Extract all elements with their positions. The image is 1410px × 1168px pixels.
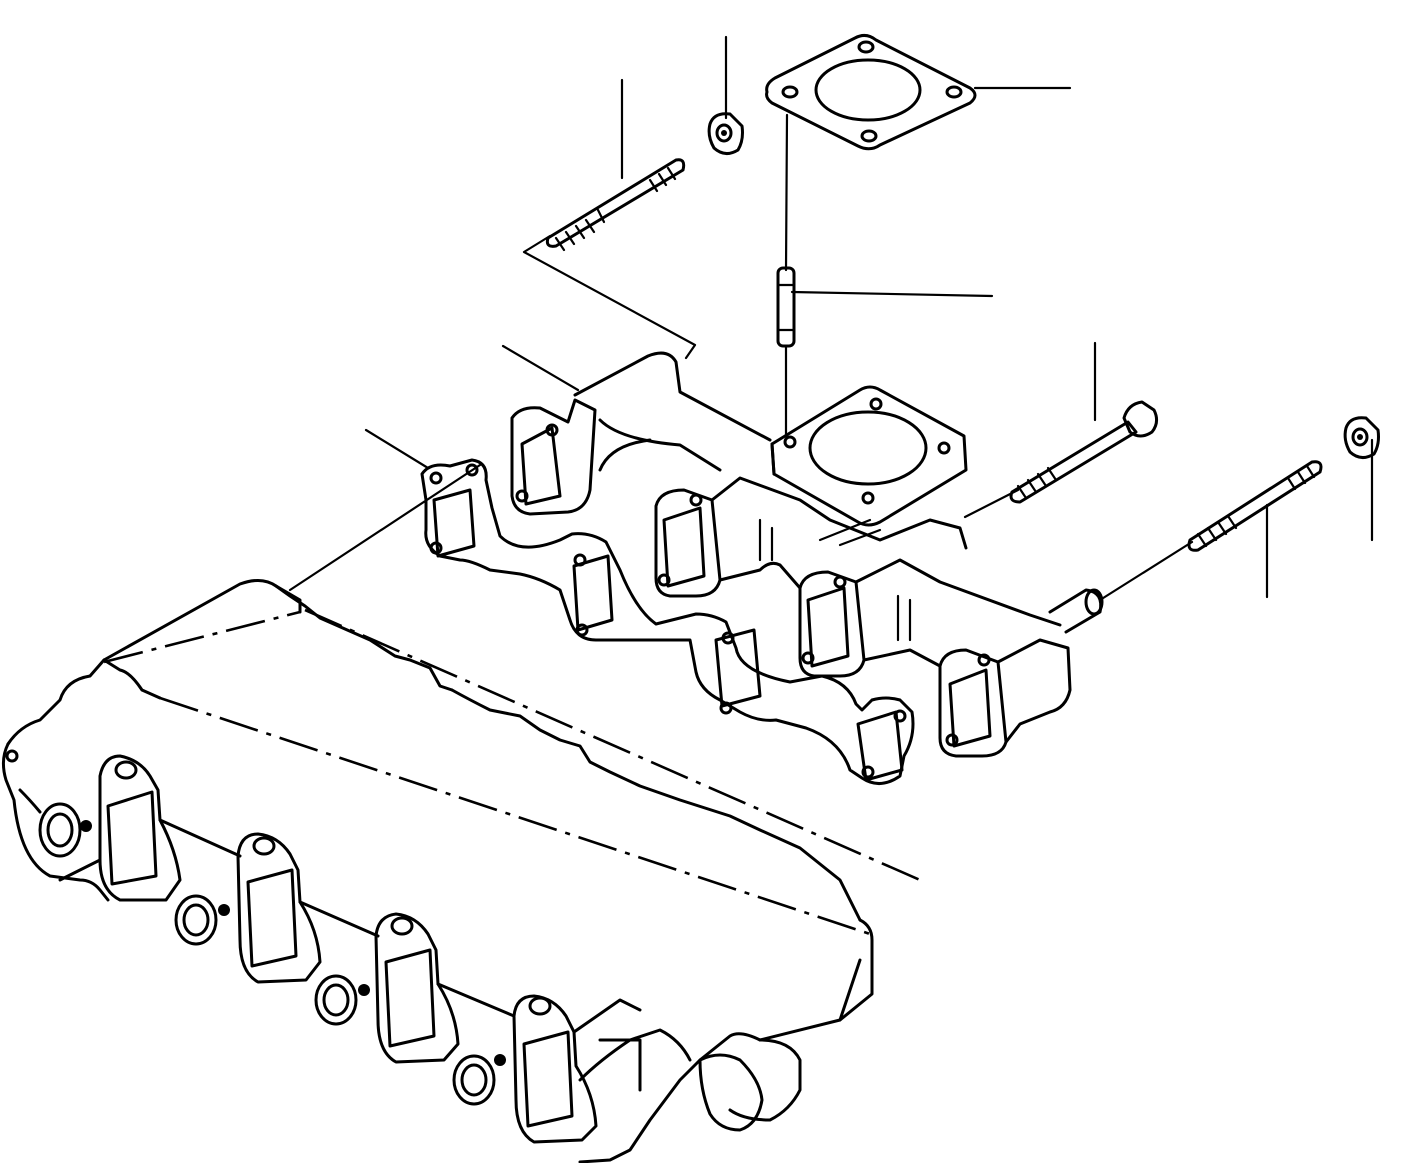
leader-lines — [288, 35, 1374, 602]
nut-right — [1343, 416, 1380, 459]
manifold-gasket — [420, 458, 915, 785]
exhaust-manifold — [510, 351, 1104, 758]
outlet-stud — [776, 266, 796, 348]
bolt-right — [1009, 400, 1159, 504]
cylinder-head — [1, 579, 921, 1164]
outlet-gasket — [765, 33, 977, 151]
stud-right — [1187, 460, 1323, 552]
nut-upper — [707, 112, 744, 155]
stud-upper — [545, 158, 686, 252]
